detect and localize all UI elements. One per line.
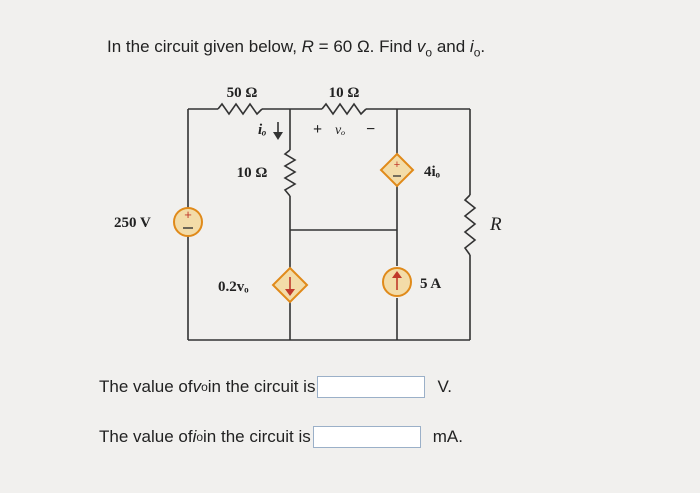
label-250-v: 250 V	[114, 215, 151, 231]
svg-text:+: +	[184, 207, 192, 222]
io-answer-input[interactable]	[312, 426, 421, 448]
current-source-icon	[382, 267, 412, 297]
svg-text:+: +	[394, 159, 400, 171]
question-text: In the circuit given below, R = 60 Ω. Fi…	[107, 37, 485, 59]
label-4io: 4iₒ	[424, 164, 441, 180]
resistor-10-ohm-top	[321, 102, 367, 116]
answer-vo-sub: o	[201, 380, 208, 394]
label-io: iₒ	[258, 122, 267, 138]
resistor-r-load	[463, 194, 477, 256]
io-current-arrow-icon	[273, 122, 283, 140]
label-5-a: 5 A	[420, 276, 441, 292]
label-0-2vo: 0.2vₒ	[218, 279, 249, 295]
answer-io-suffix: in the circuit is	[203, 427, 311, 446]
question-end: .	[480, 37, 486, 56]
dependent-voltage-source-icon: +	[379, 152, 415, 188]
circuit-wires	[187, 108, 471, 341]
label-vo: vₒ	[335, 123, 345, 138]
vo-sub: o	[425, 45, 433, 60]
io-unit: mA.	[432, 427, 463, 446]
label-10-ohm-vertical: 10 Ω	[237, 165, 268, 181]
r-value: = 60 Ω. Find	[313, 37, 417, 56]
label-10-ohm-top: 10 Ω	[329, 85, 360, 101]
answer-vo-suffix: in the circuit is	[207, 377, 316, 396]
label-vo-plus: +	[313, 121, 322, 138]
question-prefix: In the circuit given below,	[107, 37, 302, 56]
label-vo-minus: −	[366, 121, 375, 138]
answer-io-symbol: i	[192, 427, 197, 446]
answer-io-prefix: The value of	[99, 427, 193, 446]
dependent-current-source-icon	[271, 266, 309, 304]
label-r-load: R	[489, 214, 502, 235]
answer-io-sub: o	[196, 430, 204, 444]
vo-answer-input[interactable]	[317, 376, 426, 398]
and-word: and	[432, 37, 470, 56]
resistor-50-ohm	[217, 102, 263, 116]
answer-vo-symbol: v	[192, 377, 202, 396]
vo-unit: V.	[437, 377, 452, 396]
voltage-source-icon: +	[173, 207, 203, 237]
io-sub: o	[473, 45, 481, 60]
vo-symbol: v	[416, 37, 426, 56]
resistor-10-ohm-vertical	[283, 149, 297, 197]
r-symbol: R	[301, 37, 314, 56]
answer-vo-prefix: The value of	[99, 377, 193, 396]
label-50-ohm: 50 Ω	[227, 85, 258, 101]
io-symbol: i	[469, 37, 474, 56]
